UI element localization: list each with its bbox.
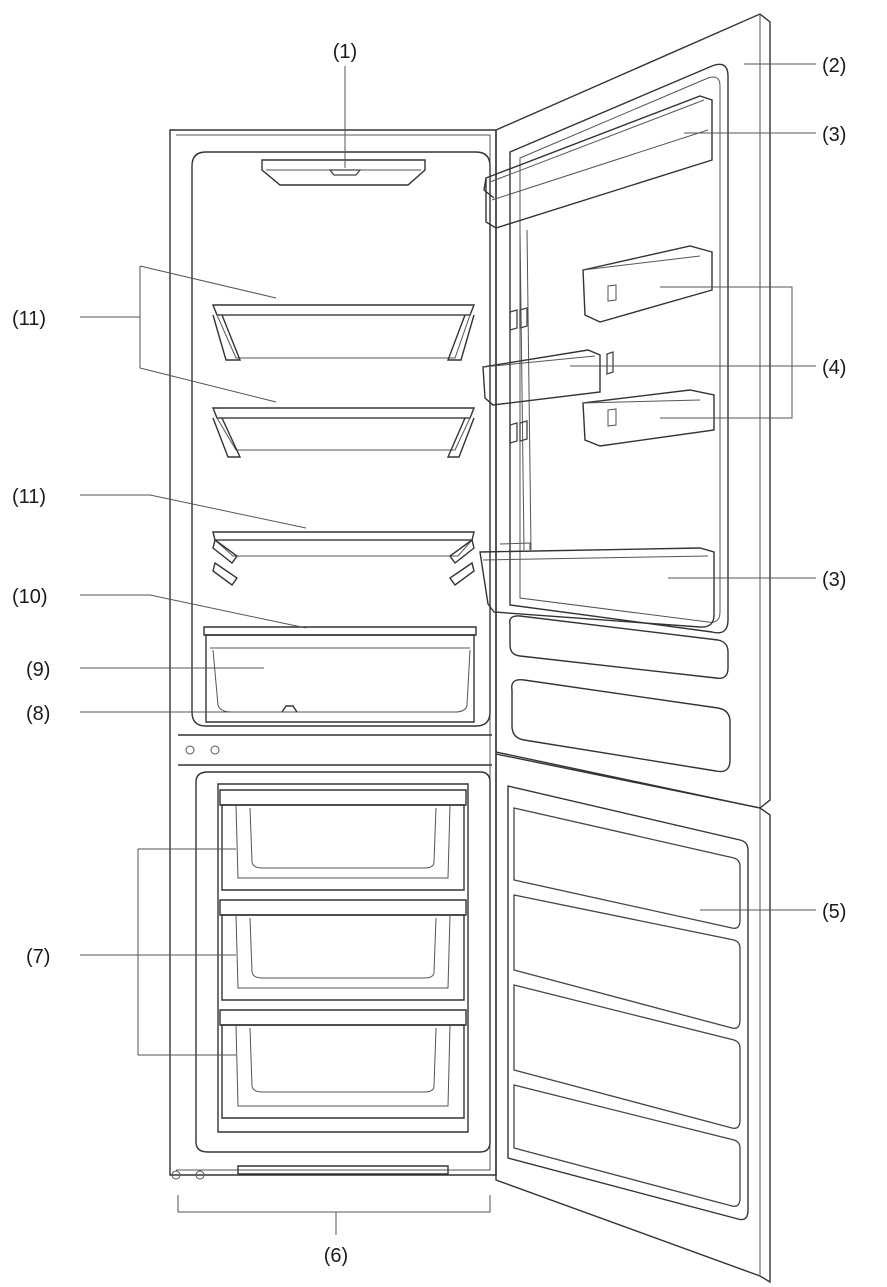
label-shelves-upper: (11)	[12, 308, 46, 330]
label-door-shelf-top: (3)	[822, 124, 846, 146]
leader-lines	[80, 63, 816, 1235]
door-bin-lower	[582, 389, 715, 447]
glass-shelf-lower	[212, 531, 475, 586]
base-plinth	[171, 1165, 449, 1180]
label-humidity-control: (8)	[26, 703, 50, 725]
label-door-bins: (4)	[822, 357, 846, 379]
label-fridge-door: (2)	[822, 55, 846, 77]
label-light: (1)	[333, 41, 357, 63]
label-door-shelf-bottom: (3)	[822, 569, 846, 591]
freezer-compartment	[195, 771, 491, 1153]
door-bin-middle	[482, 349, 601, 406]
door-shelf-bottom	[479, 542, 715, 628]
label-freezer-door: (5)	[822, 901, 846, 923]
glass-shelf-middle	[211, 407, 476, 458]
freezer-drawer-1	[219, 789, 467, 891]
label-freezer-drawers: (7)	[26, 946, 50, 968]
label-shelves-lower: (11)	[12, 486, 46, 508]
crisper-drawer	[205, 634, 475, 723]
label-base: (6)	[324, 1245, 348, 1267]
door-shelf-top	[483, 95, 713, 229]
interior-light	[261, 159, 426, 186]
freezer-drawer-3	[219, 1009, 467, 1119]
freezer-drawer-2	[219, 899, 467, 1001]
fridge-compartment	[191, 151, 491, 727]
door-bin-upper	[582, 245, 713, 323]
labels: (1) (2) (3) (4) (3) (5) (6) (7) (8) (9) …	[12, 41, 846, 1267]
crisper-cover	[203, 626, 477, 636]
cabinet	[169, 129, 497, 1176]
freezer-door	[495, 753, 771, 1284]
fridge-door	[495, 13, 771, 809]
label-crisper-drawer: (9)	[26, 659, 50, 681]
label-crisper-cover: (10)	[12, 586, 48, 608]
glass-shelf-top	[211, 304, 476, 361]
